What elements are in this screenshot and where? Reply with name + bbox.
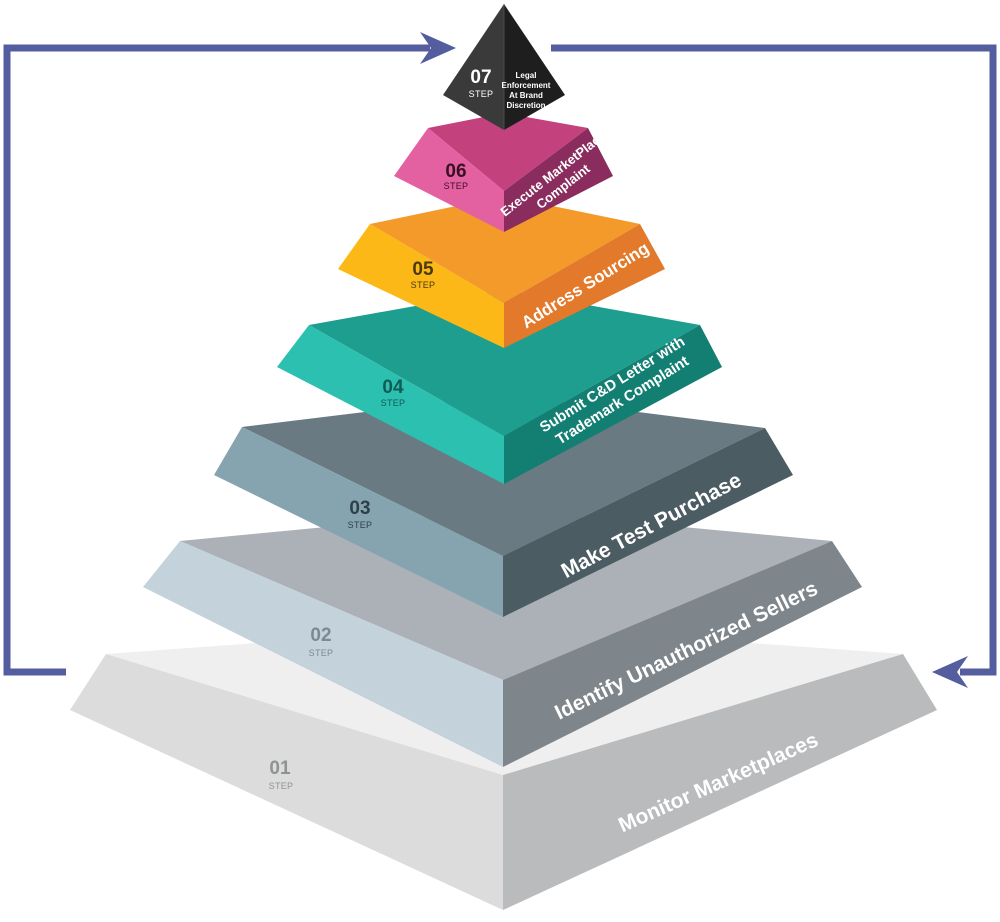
level-07-title-line: Discretion [506, 101, 545, 110]
level-05-side-face [504, 224, 665, 348]
level-04-side-face [504, 325, 722, 484]
level-07-title-line: Enforcement [502, 81, 551, 90]
level-04-top-face [309, 290, 700, 436]
level-01-step-label: STEP [269, 781, 294, 791]
level-05-step-number: 05 [412, 259, 434, 280]
level-06-side-face [504, 128, 613, 232]
level-01-side-face [503, 654, 937, 910]
level-07-title-line: Legal [516, 71, 537, 80]
level-02-side-face [503, 541, 862, 767]
level-07-side-face [504, 4, 565, 130]
loop-arrowhead-top [420, 32, 456, 64]
level-07-step-number: 07 [470, 67, 491, 88]
loop-line-left [3, 44, 430, 676]
level-04-step-number: 04 [382, 377, 404, 398]
level-05-top-face [370, 196, 640, 303]
feedback-loop [3, 32, 997, 688]
loop-line-right [551, 44, 997, 676]
level-04-front-face [277, 325, 504, 484]
level-03-side-face [503, 428, 793, 617]
level-05-front-face [338, 224, 504, 348]
level-05-step-label: STEP [411, 280, 436, 290]
level-03-front-face [214, 427, 503, 617]
level-06-top-face [428, 113, 588, 191]
level-06-step-number: 06 [445, 161, 466, 182]
level-02-step-number: 02 [310, 625, 331, 646]
level-06-front-face [394, 128, 504, 232]
loop-arrowhead-right [932, 656, 968, 688]
level-02-step-label: STEP [309, 648, 334, 658]
level-07-step-label: STEP [469, 89, 494, 99]
level-07-front-face [443, 4, 504, 130]
level-01-step-number: 01 [269, 758, 291, 779]
level-01-front-face [70, 654, 503, 910]
level-03-step-number: 03 [349, 498, 370, 519]
level-07-title-line: At Brand [509, 91, 543, 100]
level-03-step-label: STEP [348, 520, 373, 530]
level-04-step-label: STEP [381, 398, 406, 408]
level-02-front-face [143, 541, 503, 767]
level-06-step-label: STEP [444, 181, 469, 191]
